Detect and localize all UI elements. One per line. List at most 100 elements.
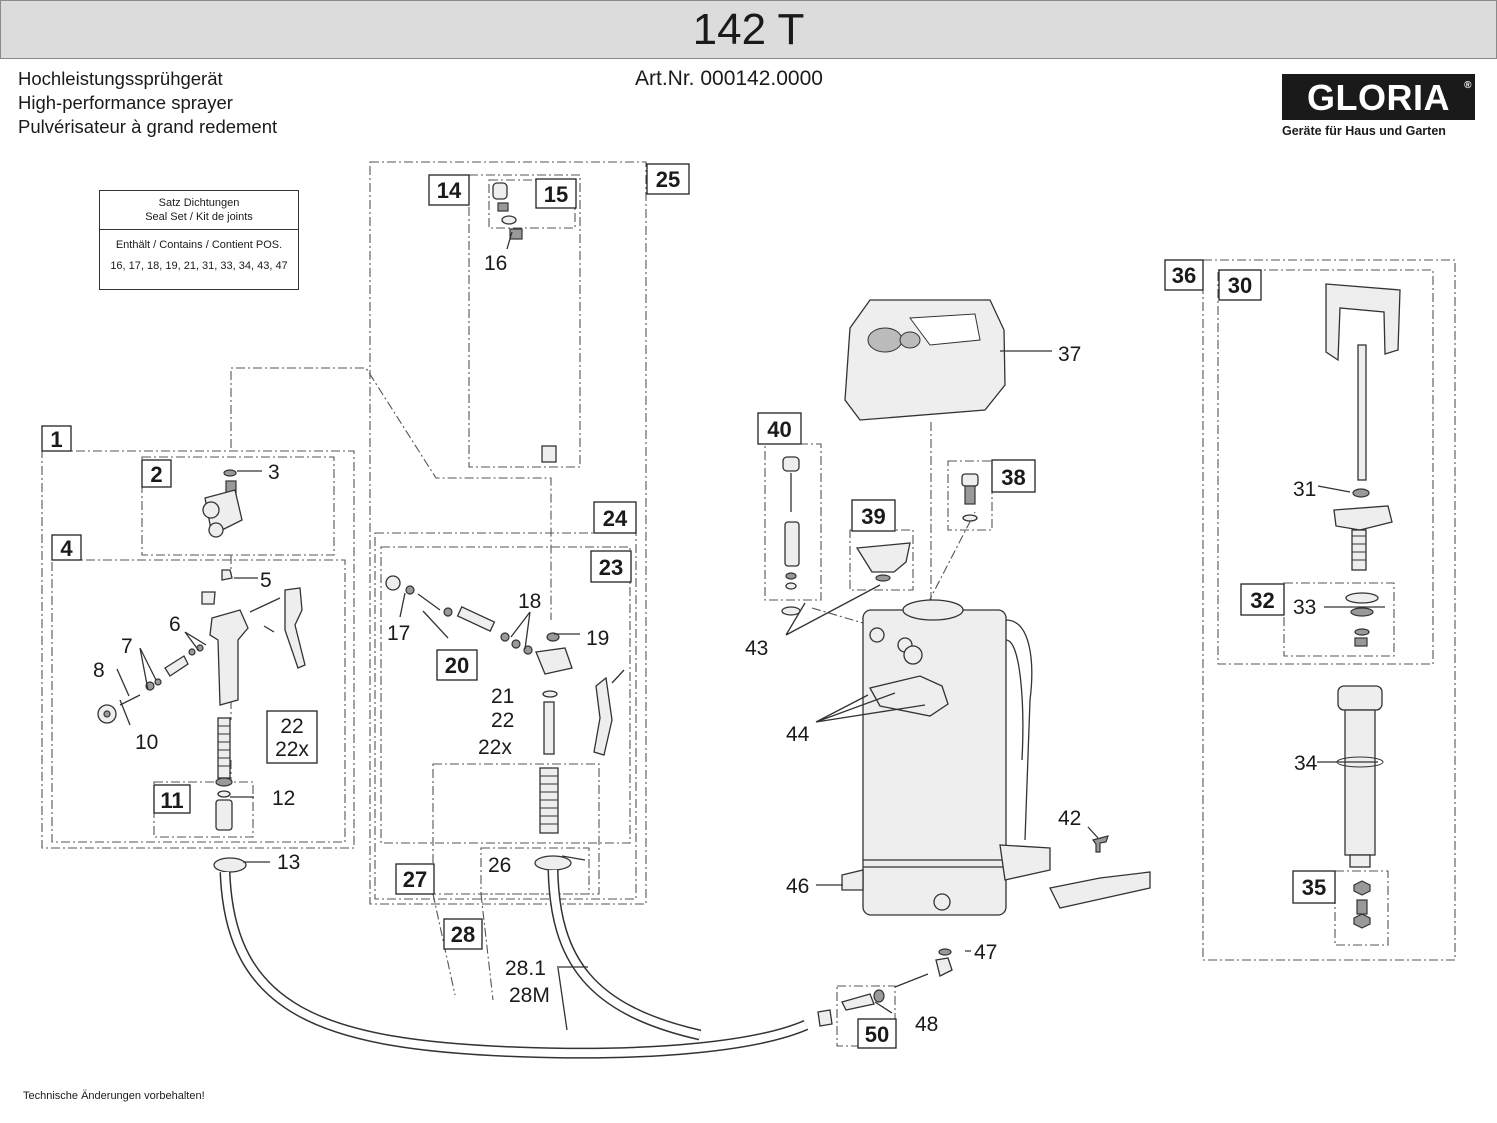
product-description: Hochleistungssprühgerät High-performance… [18,67,277,139]
svg-text:50: 50 [865,1022,889,1047]
frame-4 [51,559,346,843]
label-26: 26 [488,854,511,877]
seal-set-title: Satz Dichtungen [158,197,240,209]
label-3: 3 [268,461,280,484]
box-ref-20: 20 [436,649,478,681]
frame-32 [1283,582,1395,657]
svg-text:32: 32 [1250,588,1274,613]
svg-text:35: 35 [1302,875,1326,900]
boxed-references: 1 2 4 11 14 15 25 24 23 20 22 22x 27 28 … [41,163,1336,1049]
box-ref-23: 23 [590,550,632,583]
box-ref-25: 25 [646,163,690,195]
label-10: 10 [135,731,158,754]
label-31: 31 [1293,478,1316,501]
box-ref-2: 2 [141,459,172,488]
subtitle-fr: Pulvérisateur à grand redement [18,116,278,137]
label-13: 13 [277,851,300,874]
hoses [219,869,809,1059]
label-7: 7 [121,635,133,658]
logo-tagline: Geräte für Haus und Garten [1282,124,1446,138]
svg-text:22: 22 [280,715,303,738]
label-17: 17 [387,622,410,645]
svg-text:40: 40 [767,417,791,442]
box-ref-35: 35 [1292,870,1336,904]
label-48: 48 [915,1013,938,1036]
svg-text:11: 11 [160,788,183,813]
frame-38 [947,460,993,531]
box-ref-38: 38 [991,459,1036,493]
valve-assembly-drawing [97,469,306,873]
frame-35 [1334,870,1389,946]
footer-note: Technische Änderungen vorbehalten! [23,1090,205,1102]
handle-assembly-drawing [385,575,625,871]
box-ref-22: 22 22x [266,710,318,764]
svg-text:23: 23 [599,555,623,580]
label-28-1: 28.1 [505,957,546,980]
tank-drawing [841,299,1151,977]
label-47: 47 [974,941,997,964]
part-numbers: 3 5 6 7 8 10 12 13 16 17 18 19 21 22 22x… [93,252,1318,1036]
frame-14 [468,174,581,468]
label-44: 44 [786,723,810,746]
svg-text:30: 30 [1228,273,1252,298]
box-ref-11: 11 [153,784,191,814]
subtitle-de: Hochleistungssprühgerät [18,68,223,89]
svg-text:36: 36 [1172,263,1196,288]
svg-text:20: 20 [445,653,469,678]
svg-text:15: 15 [544,182,568,207]
article-number: Art.Nr. 000142.0000 [635,67,823,90]
label-18: 18 [518,590,541,613]
frame-24 [374,532,637,900]
label-22x: 22x [478,736,512,759]
seal-set-contains: Enthält / Contains / Contient POS. [115,239,283,251]
lance-drawing [492,182,557,463]
frame-39 [849,529,914,591]
box-ref-32: 32 [1240,583,1285,616]
leader-lines [116,231,1385,1031]
seal-set-positions: 16, 17, 18, 19, 21, 31, 33, 34, 43, 47 [110,260,288,272]
gloria-logo: GLORIA ® Geräte für Haus und Garten [1282,74,1475,138]
frame-30 [1217,269,1434,665]
frame-50 [836,985,896,1047]
box-ref-39: 39 [851,499,896,532]
label-33: 33 [1293,596,1316,619]
box-ref-30: 30 [1218,269,1262,301]
svg-text:14: 14 [437,178,462,203]
frame-27 [432,763,600,895]
page-title: 142 T [692,5,805,54]
box-ref-4: 4 [51,534,82,561]
label-37: 37 [1058,343,1081,366]
svg-text:38: 38 [1001,465,1025,490]
subtitle-en: High-performance sprayer [18,92,233,113]
label-12: 12 [272,787,295,810]
box-ref-36: 36 [1164,259,1204,291]
box-ref-27: 27 [395,863,435,895]
box-ref-14: 14 [428,174,470,206]
svg-text:27: 27 [403,867,427,892]
cylinder-assembly-drawing [1325,283,1401,929]
logo-reg: ® [1464,80,1472,91]
svg-text:22x: 22x [275,738,309,761]
label-42: 42 [1058,807,1081,830]
label-34: 34 [1294,752,1318,775]
label-6: 6 [169,613,181,636]
box-ref-15: 15 [535,178,577,209]
label-43: 43 [745,637,768,660]
svg-text:25: 25 [656,167,680,192]
svg-text:1: 1 [50,427,62,452]
svg-text:39: 39 [861,504,885,529]
svg-text:4: 4 [60,536,73,561]
box-ref-40: 40 [757,412,802,445]
svg-text:24: 24 [603,506,628,531]
frame-40 [764,443,822,601]
label-46: 46 [786,875,809,898]
frame-36 [1202,259,1456,961]
label-28m: 28M [509,984,550,1007]
frame-link-lance [230,367,552,620]
frame-26 [480,847,590,895]
label-5: 5 [260,569,272,592]
seal-set-subtitle: Seal Set / Kit de joints [145,211,253,223]
box-ref-50: 50 [857,1018,897,1049]
label-8: 8 [93,659,105,682]
